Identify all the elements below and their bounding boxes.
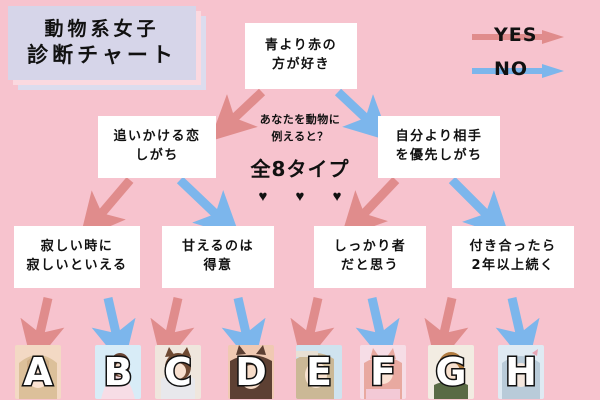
result-card-g[interactable]: G: [428, 345, 474, 399]
avatar: [15, 345, 61, 399]
node-q7-line-2: 2年以上続く: [471, 258, 555, 273]
node-q3-line-2: を優先しがち: [395, 148, 483, 163]
avatar: [95, 345, 141, 399]
arrow-q3-yes: [340, 176, 400, 239]
result-letter-a: A: [22, 350, 54, 394]
node-q1-line-2: 方が好き: [271, 57, 330, 72]
node-q5-line-2: 得意: [203, 258, 233, 273]
arrow-result-h: [495, 297, 540, 367]
result-letter-g: G: [434, 350, 468, 394]
center-caption: あなたを動物に 例えると？ 全8タイプ ♥ ♥ ♥: [225, 112, 375, 205]
arrow-result-g: [424, 297, 469, 367]
result-letter-f: F: [369, 350, 398, 394]
arrow-result-d: [221, 297, 266, 367]
avatar: [155, 345, 201, 399]
arrow-q1-yes: [209, 88, 266, 142]
result-card-a[interactable]: A: [15, 345, 61, 399]
node-q7-line-1: 付き合ったら: [469, 239, 557, 255]
node-q6-line-1: しっかり者: [333, 239, 407, 255]
node-q4-line-1: 寂しい時に: [40, 239, 114, 255]
arrow-q2-yes: [79, 177, 134, 240]
node-q1[interactable]: 青より赤の 方が好き: [245, 23, 357, 89]
chart-title-block: 動物系女子 診断チャート: [8, 6, 208, 92]
result-letter-h: H: [504, 350, 539, 394]
caption-types-count: 全8タイプ: [250, 157, 350, 181]
node-q4[interactable]: 寂しい時に 寂しいといえる: [14, 226, 140, 288]
node-q6-line-2: だと思う: [340, 258, 399, 273]
node-q2[interactable]: 追いかける恋 しがち: [98, 116, 216, 178]
avatar: [360, 345, 406, 399]
arrow-q2-no: [176, 176, 241, 238]
heart-icons: ♥ ♥ ♥: [258, 188, 354, 205]
node-q6[interactable]: しっかり者 だと思う: [314, 226, 426, 288]
legend-item-yes: YES: [472, 22, 592, 56]
arrow-result-a: [20, 297, 65, 367]
avatar: [228, 345, 274, 399]
avatar: [428, 345, 474, 399]
node-q3[interactable]: 自分より相手 を優先しがち: [378, 116, 500, 178]
arrow-q3-no: [448, 176, 510, 238]
legend: YES NO: [472, 22, 592, 90]
arrow-right-icon: [472, 30, 564, 44]
legend-item-no: NO: [472, 56, 592, 90]
result-letter-e: E: [305, 350, 334, 394]
result-letter-d: D: [234, 350, 269, 394]
avatar: [296, 345, 342, 399]
arrow-result-b: [91, 297, 136, 367]
node-q5[interactable]: 甘えるのは 得意: [162, 226, 274, 288]
caption-question-line-1: あなたを動物に: [259, 113, 341, 126]
result-letter-b: B: [102, 350, 134, 394]
result-card-h[interactable]: H: [498, 345, 544, 399]
node-q7[interactable]: 付き合ったら 2年以上続く: [452, 226, 574, 288]
page-title: 動物系女子 診断チャート: [8, 6, 196, 80]
arrow-result-f: [355, 297, 400, 367]
result-card-d[interactable]: D: [228, 345, 274, 399]
avatar: [498, 345, 544, 399]
result-card-e[interactable]: E: [296, 345, 342, 399]
result-letter-c: C: [163, 350, 194, 394]
caption-question-line-2: 例えると？: [271, 129, 329, 143]
result-card-b[interactable]: B: [95, 345, 141, 399]
arrow-right-icon: [472, 64, 564, 78]
legend-label-yes: YES: [494, 24, 538, 46]
result-card-c[interactable]: C: [155, 345, 201, 399]
node-q1-line-1: 青より赤の: [264, 38, 338, 54]
node-q4-line-2: 寂しいといえる: [26, 258, 128, 273]
title-line-2: 診断チャート: [27, 42, 177, 67]
title-line-1: 動物系女子: [44, 18, 160, 40]
arrow-q1-no: [334, 88, 391, 142]
arrow-result-c: [150, 297, 195, 367]
arrow-result-e: [290, 297, 335, 367]
result-card-f[interactable]: F: [360, 345, 406, 399]
legend-label-no: NO: [494, 58, 529, 80]
node-q5-line-1: 甘えるのは: [181, 239, 255, 255]
node-q2-line-1: 追いかける恋: [113, 129, 201, 145]
node-q2-line-2: しがち: [135, 148, 179, 163]
node-q3-line-1: 自分より相手: [395, 129, 483, 145]
